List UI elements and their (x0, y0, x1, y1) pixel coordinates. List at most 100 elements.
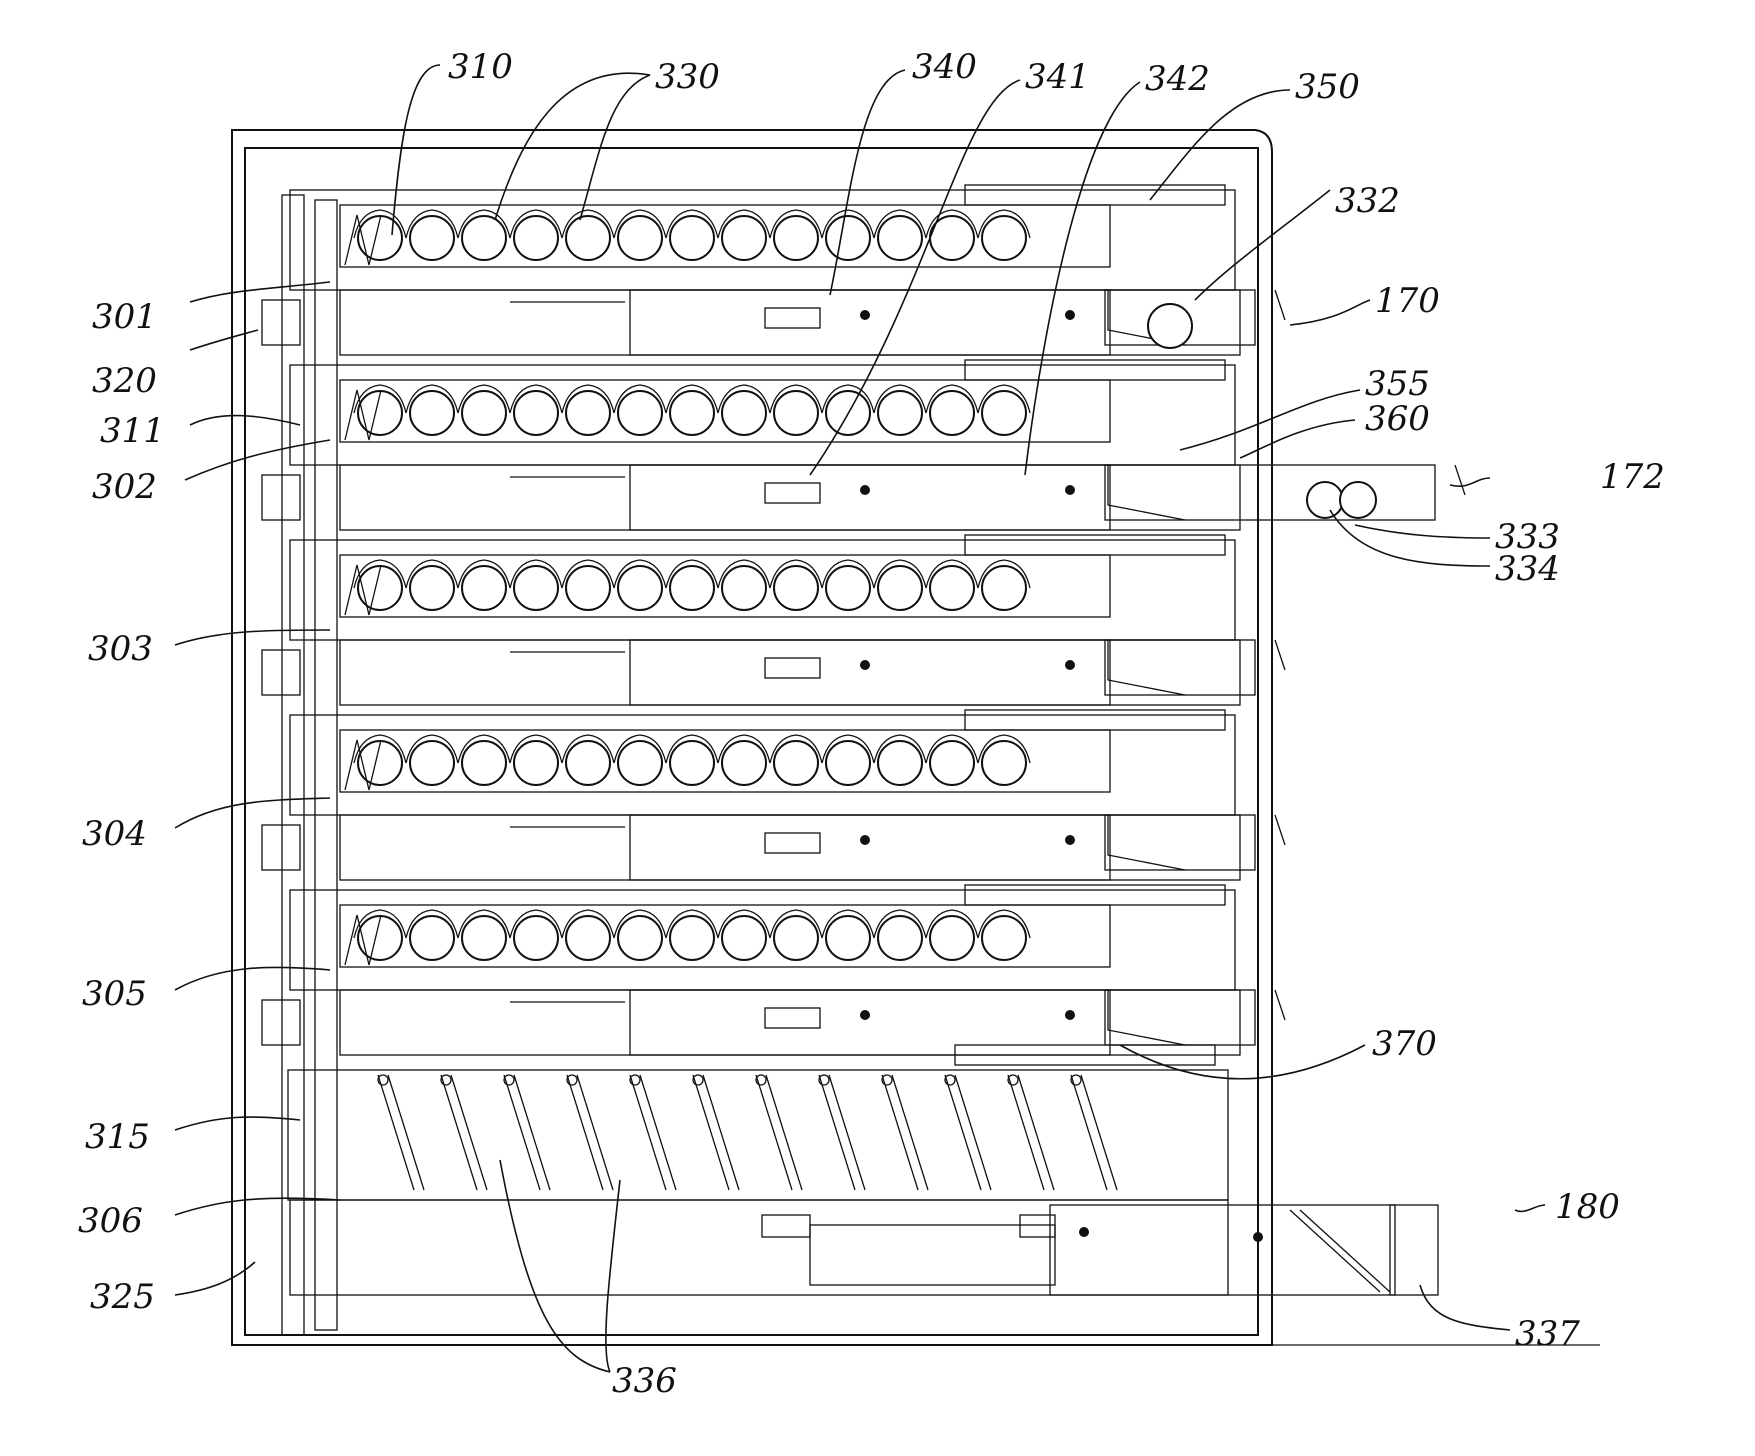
ball (826, 566, 870, 610)
ball (930, 916, 974, 960)
chute-ramp (1108, 640, 1185, 695)
label-340: 340 (912, 47, 977, 87)
ball (722, 216, 766, 260)
bolt (860, 310, 870, 320)
label-325: 325 (90, 1277, 155, 1317)
label-310: 310 (448, 47, 513, 87)
label-350: 350 (1295, 67, 1360, 107)
ball (462, 216, 506, 260)
ball (514, 566, 558, 610)
ball (774, 216, 818, 260)
ball (514, 391, 558, 435)
bolt (1065, 1010, 1075, 1020)
chute-ramp (1108, 465, 1185, 520)
spiral-coil (504, 1075, 550, 1190)
lever (1275, 640, 1285, 670)
label-315: 315 (85, 1117, 150, 1157)
spiral-coil (882, 1075, 928, 1190)
label-320: 320 (92, 361, 157, 401)
label-301: 301 (92, 297, 157, 337)
label-337: 337 (1515, 1314, 1580, 1354)
ball (514, 916, 558, 960)
shelf-5 (262, 885, 1285, 1055)
label-304: 304 (82, 814, 147, 854)
ball (462, 566, 506, 610)
left-bracket (262, 300, 300, 345)
left-bracket (262, 825, 300, 870)
bottom-spiral-shelf (288, 1045, 1438, 1295)
label-172: 172 (1600, 457, 1665, 497)
ball (826, 916, 870, 960)
ball (670, 391, 714, 435)
ball (462, 916, 506, 960)
ball (982, 566, 1026, 610)
spiral-coil (1071, 1075, 1117, 1190)
chute-ramp (1108, 815, 1185, 870)
spiral-coil (693, 1075, 739, 1190)
ball (566, 216, 610, 260)
bolt (1065, 835, 1075, 845)
ball-333 (1307, 482, 1343, 518)
label-370: 370 (1372, 1024, 1437, 1064)
chute (1105, 465, 1435, 520)
bolt (1065, 485, 1075, 495)
top-bracket (965, 360, 1225, 380)
left-bracket (262, 650, 300, 695)
ball (878, 391, 922, 435)
top-bracket (965, 885, 1225, 905)
ball (774, 391, 818, 435)
actuator (765, 658, 820, 678)
chute (1105, 990, 1255, 1045)
actuator (765, 308, 820, 328)
ball (878, 216, 922, 260)
ball (722, 741, 766, 785)
drawer-plate (630, 815, 1110, 880)
actuator (765, 1008, 820, 1028)
ball (618, 566, 662, 610)
label-334: 334 (1495, 549, 1560, 589)
ball (670, 916, 714, 960)
spiral-coil (378, 1075, 424, 1190)
ball (514, 741, 558, 785)
ball (358, 566, 402, 610)
ball (774, 916, 818, 960)
lever (1275, 290, 1285, 320)
ball (722, 391, 766, 435)
spiral-coil (819, 1075, 865, 1190)
ball (878, 741, 922, 785)
left-bracket (262, 475, 300, 520)
drawer-plate (630, 640, 1110, 705)
label-342: 342 (1145, 59, 1210, 99)
shelf-units (262, 185, 1465, 1055)
ball-332 (1148, 304, 1192, 348)
ball (410, 216, 454, 260)
label-303: 303 (88, 629, 153, 669)
bolt (860, 485, 870, 495)
ball (410, 741, 454, 785)
left-bracket (262, 1000, 300, 1045)
label-330: 330 (655, 57, 720, 97)
drawer-plate (630, 290, 1110, 355)
lever (1455, 465, 1465, 495)
label-180: 180 (1555, 1187, 1620, 1227)
ball (358, 916, 402, 960)
ball (930, 741, 974, 785)
actuator (765, 483, 820, 503)
label-341: 341 (1025, 57, 1090, 97)
label-336: 336 (612, 1361, 677, 1401)
ball (826, 741, 870, 785)
lever (1275, 990, 1285, 1020)
ball (670, 741, 714, 785)
spiral-coil (441, 1075, 487, 1190)
ball (410, 566, 454, 610)
shelf-1 (262, 185, 1285, 355)
label-306: 306 (78, 1201, 143, 1241)
lever (1275, 815, 1285, 845)
ball (566, 741, 610, 785)
drawer-plate (630, 465, 1110, 530)
ball (618, 916, 662, 960)
ball (826, 216, 870, 260)
ball (566, 391, 610, 435)
ball (358, 741, 402, 785)
bolt (1065, 310, 1075, 320)
